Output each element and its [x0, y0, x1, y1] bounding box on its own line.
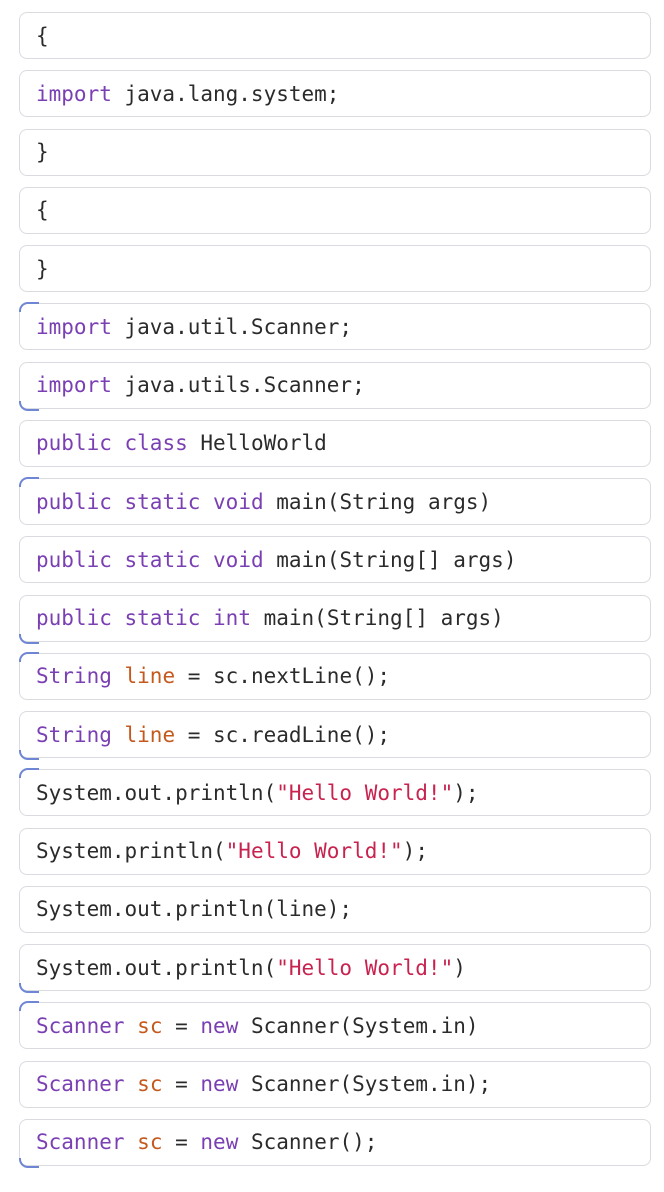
code-token: sc	[137, 1072, 163, 1096]
code-token: import	[36, 314, 112, 339]
code-token: static	[124, 606, 201, 630]
block-import-java-util-scanner[interactable]: import java.util.Scanner;	[19, 302, 651, 351]
code-token	[112, 606, 125, 630]
code-token: = sc.readLine();	[175, 722, 391, 747]
code-token: main(String[] args)	[263, 547, 517, 572]
code-token: }	[36, 140, 49, 164]
code-token: sc	[137, 1130, 163, 1155]
code-token	[112, 490, 125, 514]
code-token: );	[402, 839, 428, 863]
code-token: java.util.Scanner;	[111, 314, 353, 339]
code-token: java.utils.Scanner;	[111, 373, 365, 397]
block-main-string-args[interactable]: public static void main(String args)	[19, 477, 651, 525]
block-public-class-helloworld[interactable]: public class HelloWorld	[19, 419, 651, 467]
block-open-brace-2[interactable]: {	[19, 186, 651, 234]
code-token	[112, 548, 125, 572]
code-token: Scanner(System.in)	[238, 1013, 479, 1038]
code-token: Scanner();	[238, 1130, 378, 1155]
code-token: import	[36, 373, 112, 397]
code-token: System.println(	[36, 839, 226, 863]
block-import-java-lang-system[interactable]: import java.lang.system;	[19, 70, 651, 118]
code-token: =	[162, 1130, 201, 1155]
block-system-out-println-hello-nosemicolon[interactable]: System.out.println("Hello World!")	[19, 944, 651, 993]
code-token: void	[213, 489, 264, 514]
block-import-java-utils-scanner[interactable]: import java.utils.Scanner;	[19, 361, 651, 411]
code-token	[125, 1014, 138, 1038]
block-string-line-nextline[interactable]: String line = sc.nextLine();	[19, 651, 651, 700]
code-token: public	[36, 606, 112, 630]
code-token: HelloWorld	[187, 431, 327, 456]
code-token: new	[200, 1013, 239, 1038]
code-token: public	[36, 431, 112, 456]
block-close-brace-2[interactable]: }	[19, 245, 651, 292]
code-token	[112, 664, 125, 688]
block-string-line-readline[interactable]: String line = sc.readLine();	[19, 711, 651, 760]
code-token: line	[124, 664, 176, 689]
block-int-main-string-array-args[interactable]: public static int main(String[] args)	[19, 594, 651, 644]
code-token: }	[36, 256, 49, 281]
code-token: = sc.nextLine();	[175, 664, 391, 689]
code-token: line	[124, 722, 176, 747]
code-token: static	[124, 547, 201, 572]
code-token: new	[200, 1072, 239, 1096]
code-token: main(String[] args)	[250, 606, 504, 630]
code-token: )	[453, 955, 466, 980]
code-token	[200, 490, 213, 514]
code-token: new	[200, 1130, 239, 1155]
block-open-brace-1[interactable]: {	[19, 12, 651, 59]
code-token: String	[36, 664, 112, 689]
code-block-list: { import java.lang.system;} {} import java.…	[19, 12, 651, 1177]
code-token: "Hello World!"	[225, 839, 403, 863]
code-token: );	[453, 780, 479, 805]
block-system-out-println-line[interactable]: System.out.println(line);	[19, 885, 651, 933]
code-token: int	[213, 606, 251, 630]
code-token: "Hello World!"	[276, 780, 454, 805]
code-token: import	[36, 81, 112, 106]
code-token: Scanner	[36, 1130, 125, 1155]
code-token	[200, 548, 213, 572]
code-token: Scanner	[36, 1072, 125, 1096]
code-token: public	[36, 489, 112, 514]
code-token	[125, 1072, 138, 1096]
code-token	[200, 606, 213, 630]
code-token: main(String args)	[263, 489, 492, 514]
block-scanner-new-system-in-nosemicolon[interactable]: Scanner sc = new Scanner(System.in)	[19, 1001, 651, 1050]
code-token: System.out.println(	[36, 955, 277, 980]
code-token: String	[36, 722, 112, 747]
code-token: {	[36, 198, 49, 223]
code-token	[125, 1130, 138, 1154]
block-system-println-hello[interactable]: System.println("Hello World!");	[19, 827, 651, 875]
code-token	[112, 723, 125, 747]
code-token: "Hello World!"	[276, 955, 454, 980]
code-token: class	[124, 431, 188, 456]
code-token: Scanner	[36, 1013, 125, 1038]
block-scanner-new-system-in[interactable]: Scanner sc = new Scanner(System.in);	[19, 1060, 651, 1108]
code-token: System.out.println(line);	[36, 897, 353, 922]
code-token: sc	[137, 1013, 163, 1038]
code-token	[112, 431, 125, 455]
block-scanner-new-empty[interactable]: Scanner sc = new Scanner();	[19, 1118, 651, 1168]
block-close-brace-1[interactable]: }	[19, 128, 651, 176]
code-token: static	[124, 489, 201, 514]
block-main-string-array-args[interactable]: public static void main(String[] args)	[19, 536, 651, 584]
code-token: =	[162, 1013, 201, 1038]
code-token: =	[162, 1072, 201, 1096]
code-token: Scanner(System.in);	[238, 1072, 492, 1096]
block-system-out-println-hello[interactable]: System.out.println("Hello World!");	[19, 768, 651, 817]
code-token: System.out.println(	[36, 780, 277, 805]
code-token: {	[36, 23, 49, 48]
code-token: java.lang.system;	[111, 81, 340, 106]
code-token: public	[36, 547, 112, 572]
code-token: void	[213, 547, 264, 572]
